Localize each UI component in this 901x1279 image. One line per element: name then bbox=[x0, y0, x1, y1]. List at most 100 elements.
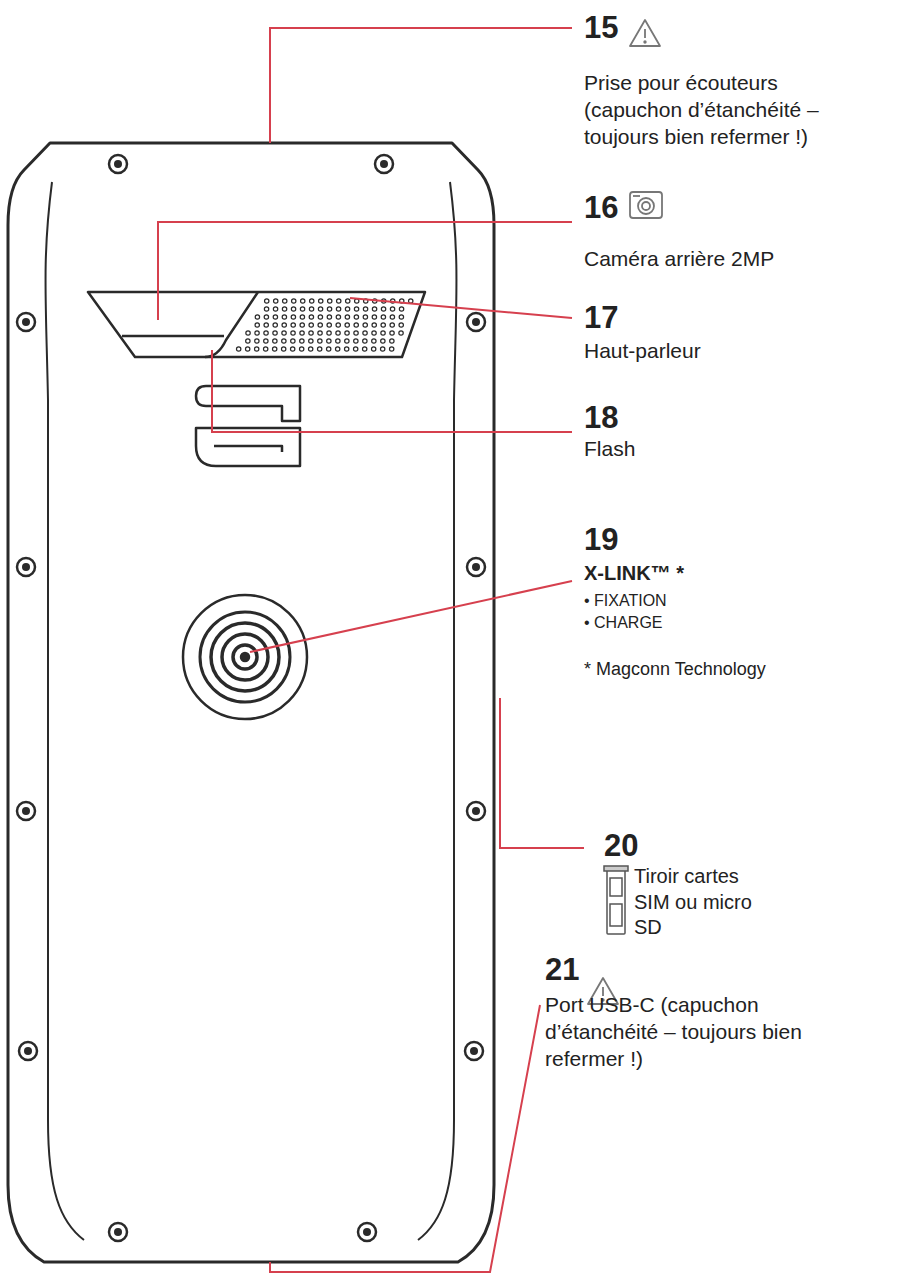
speaker-hole bbox=[345, 307, 349, 311]
part-description: Prise pour écouteurs (capuchon d’étanché… bbox=[584, 70, 876, 151]
speaker-hole bbox=[381, 323, 385, 327]
speaker-hole bbox=[292, 299, 296, 303]
screw bbox=[467, 802, 485, 820]
speaker-hole bbox=[255, 339, 259, 343]
speaker-hole bbox=[327, 339, 331, 343]
speaker-hole bbox=[282, 315, 286, 319]
screw bbox=[109, 1223, 127, 1241]
speaker-hole bbox=[363, 323, 367, 327]
speaker-hole bbox=[354, 339, 358, 343]
feature-item: • CHARGE bbox=[584, 613, 884, 633]
speaker-hole bbox=[372, 323, 376, 327]
speaker-hole bbox=[265, 299, 269, 303]
speaker-hole bbox=[390, 307, 394, 311]
speaker-hole bbox=[390, 315, 394, 319]
speaker-hole bbox=[381, 331, 385, 335]
speaker-hole bbox=[336, 323, 340, 327]
speaker-hole bbox=[354, 307, 358, 311]
part-name: X-LINK™ * bbox=[584, 561, 884, 587]
screw bbox=[465, 1042, 483, 1060]
card-tray-icon bbox=[604, 866, 628, 934]
speaker-hole bbox=[381, 315, 385, 319]
callout-number: 21 bbox=[545, 950, 605, 990]
speaker-hole bbox=[273, 307, 277, 311]
speaker-hole bbox=[263, 347, 267, 351]
speaker-hole bbox=[344, 347, 348, 351]
speaker-hole bbox=[372, 307, 376, 311]
speaker-hole bbox=[354, 323, 358, 327]
speaker-hole bbox=[264, 315, 268, 319]
speaker-hole bbox=[318, 307, 322, 311]
speaker-hole bbox=[390, 323, 394, 327]
speaker-hole bbox=[345, 331, 349, 335]
speaker-hole bbox=[299, 347, 303, 351]
part-description: Flash bbox=[584, 436, 884, 463]
speaker-hole bbox=[291, 339, 295, 343]
speaker-hole bbox=[372, 339, 376, 343]
part-description: Caméra arrière 2MP bbox=[584, 246, 884, 273]
speaker-hole bbox=[336, 339, 340, 343]
speaker-hole bbox=[282, 323, 286, 327]
speaker-hole bbox=[399, 323, 403, 327]
speaker-hole bbox=[255, 315, 259, 319]
screw bbox=[358, 1223, 376, 1241]
speaker-hole bbox=[300, 331, 304, 335]
speaker-hole bbox=[318, 323, 322, 327]
speaker-hole bbox=[273, 339, 277, 343]
speaker-hole bbox=[363, 339, 367, 343]
speaker-hole bbox=[291, 307, 295, 311]
screw bbox=[17, 558, 35, 576]
speaker-hole bbox=[264, 307, 268, 311]
speaker-hole bbox=[399, 331, 403, 335]
speaker-hole bbox=[336, 331, 340, 335]
speaker-hole bbox=[246, 339, 250, 343]
speaker-hole bbox=[318, 331, 322, 335]
screw bbox=[109, 155, 127, 173]
speaker-hole bbox=[335, 347, 339, 351]
speaker-hole bbox=[345, 315, 349, 319]
speaker-hole bbox=[309, 331, 313, 335]
speaker-hole bbox=[308, 347, 312, 351]
callout-number: 15 bbox=[584, 8, 644, 48]
speaker-hole bbox=[399, 315, 403, 319]
speaker-hole bbox=[282, 307, 286, 311]
footnote: * Magconn Technology bbox=[584, 658, 884, 681]
speaker-hole bbox=[380, 347, 384, 351]
speaker-hole bbox=[363, 315, 367, 319]
speaker-hole bbox=[300, 315, 304, 319]
speaker-hole bbox=[371, 347, 375, 351]
speaker-hole bbox=[246, 331, 250, 335]
camera-module bbox=[88, 292, 425, 357]
speaker-hole bbox=[346, 299, 350, 303]
speaker-hole bbox=[390, 339, 394, 343]
speaker-hole bbox=[273, 331, 277, 335]
speaker-hole bbox=[309, 315, 313, 319]
screw bbox=[467, 313, 485, 331]
leader-lines bbox=[158, 28, 584, 1272]
speaker-hole bbox=[363, 307, 367, 311]
speaker-hole bbox=[309, 323, 313, 327]
screw bbox=[375, 155, 393, 173]
screws bbox=[17, 155, 485, 1241]
speaker-hole bbox=[372, 315, 376, 319]
screw bbox=[19, 1042, 37, 1060]
speaker-hole bbox=[291, 315, 295, 319]
camera-icon bbox=[630, 192, 662, 218]
callout-number: 19 bbox=[584, 520, 644, 560]
part-description: Port USB-C (capuchon d’étanchéité – touj… bbox=[545, 992, 803, 1073]
callout-number: 17 bbox=[584, 298, 644, 338]
speaker-hole bbox=[318, 339, 322, 343]
speaker-hole bbox=[336, 307, 340, 311]
speaker-hole bbox=[245, 347, 249, 351]
speaker-hole bbox=[283, 299, 287, 303]
speaker-hole bbox=[327, 323, 331, 327]
speaker-hole bbox=[301, 299, 305, 303]
speaker-hole bbox=[317, 347, 321, 351]
speaker-hole bbox=[353, 347, 357, 351]
phone-body bbox=[8, 143, 494, 1262]
speaker-hole bbox=[300, 307, 304, 311]
speaker-hole bbox=[327, 331, 331, 335]
callout-number: 18 bbox=[584, 398, 644, 438]
speaker-hole bbox=[272, 347, 276, 351]
callout-number: 16 bbox=[584, 188, 644, 228]
